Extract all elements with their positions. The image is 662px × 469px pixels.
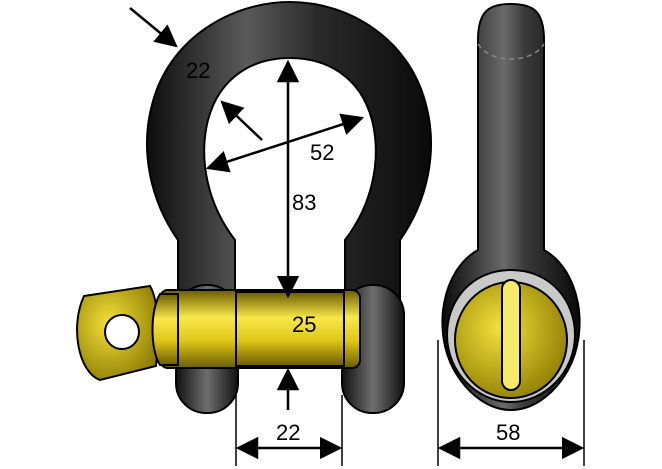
inner-radius-arrow: [220, 100, 263, 141]
pin-collar-left: [151, 293, 179, 366]
eye-width-label: 58: [496, 420, 520, 445]
pin-visible-span: [235, 291, 345, 367]
side-pin-slot: [501, 279, 521, 391]
side-view: 58: [437, 2, 585, 466]
side-top-curve: [477, 43, 545, 60]
inner-width-dim: [205, 113, 365, 173]
inner-width-label: 52: [310, 140, 334, 165]
pin-head-hole: [104, 314, 140, 350]
thickness-leader: [129, 7, 178, 48]
jaw-width-label: 22: [276, 420, 300, 445]
inner-height-label: 83: [292, 190, 316, 215]
shackle-bow: [146, 0, 432, 301]
front-view: 22 52 83 25 22: [76, 0, 432, 466]
thickness-label: 22: [186, 58, 210, 83]
pin-diameter-label: 25: [292, 312, 316, 337]
